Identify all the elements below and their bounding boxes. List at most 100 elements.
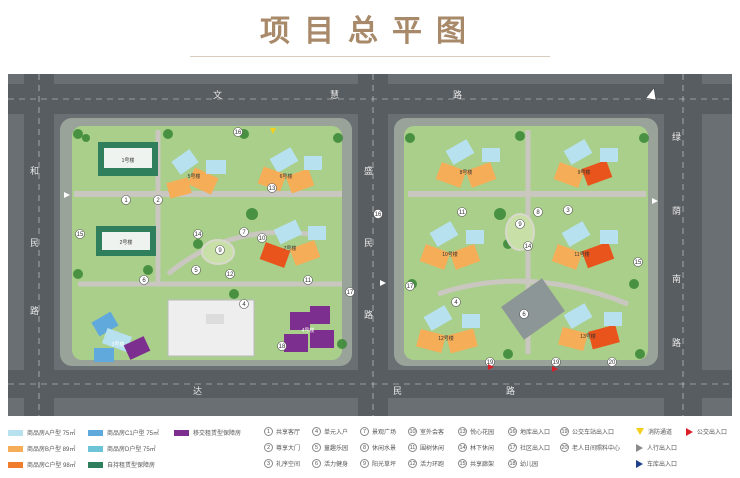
svg-text:16: 16 — [235, 130, 242, 136]
building-label-b1: 1号楼 — [122, 157, 135, 164]
legend-product-a: 商品房A户型 75㎡ — [8, 428, 75, 437]
site-plan-svg: 1号楼 2号楼 3号楼 4号楼 5号楼 — [8, 74, 732, 416]
building-b13: 13号楼 — [558, 303, 622, 352]
svg-text:7: 7 — [242, 230, 246, 236]
svg-text:19: 19 — [553, 360, 560, 366]
building-label-b6: 6号楼 — [280, 173, 293, 180]
building-b3: 3号楼 — [91, 311, 151, 362]
bus-entrance-marker-2 — [552, 366, 558, 372]
building-b9: 9号楼 — [553, 139, 618, 188]
building-b2: 2号楼 — [96, 226, 156, 256]
building-label-b11: 11号楼 — [574, 251, 589, 258]
pedestrian-entrance-marker — [64, 192, 70, 198]
building-b10: 10号楼 — [419, 221, 484, 270]
road-north-char-2: 慧 — [330, 89, 339, 100]
bus-entrance-marker — [488, 364, 494, 370]
legend-marker-fire: 消防通道 — [636, 427, 672, 436]
svg-text:20: 20 — [609, 360, 616, 366]
page-title: 项目总平图 — [260, 14, 480, 49]
fire-access-marker — [270, 128, 276, 134]
building-b5: 5号楼 — [166, 149, 226, 199]
building-label-b3: 3号楼 — [112, 341, 125, 348]
legend: 商品房A户型 75㎡ 商品房C1户型 75㎡ 移交租赁型保障房 商品房B户型 8… — [8, 424, 732, 476]
building-b7: 7号楼 — [259, 219, 326, 268]
building-label-b8: 8号楼 — [460, 169, 473, 176]
garage-entrance-icon — [636, 459, 643, 468]
svg-text:11: 11 — [305, 278, 312, 284]
building-label-b10: 10号楼 — [442, 251, 458, 258]
svg-text:6: 6 — [142, 278, 146, 284]
svg-text:17: 17 — [407, 284, 414, 290]
road-north-char-1: 文 — [213, 89, 222, 100]
bus-entrance-icon — [686, 427, 693, 436]
svg-text:17: 17 — [347, 290, 354, 296]
legend-product-selfheld: 自持租赁型保障房 — [88, 460, 155, 469]
svg-text:19: 19 — [487, 360, 494, 366]
building-b1: 1号楼 — [98, 142, 158, 176]
north-arrow-icon — [645, 87, 657, 101]
svg-text:14: 14 — [195, 232, 202, 238]
svg-text:5: 5 — [194, 268, 198, 274]
svg-text:8: 8 — [536, 210, 540, 216]
svg-text:15: 15 — [77, 232, 84, 238]
road-west-char-3: 路 — [30, 305, 39, 316]
legend-product-c: 商品房C户型 98㎡ — [8, 460, 76, 469]
building-label-b9: 9号楼 — [578, 169, 591, 176]
legend-product-transfer: 移交租赁型保障房 — [174, 428, 241, 437]
svg-text:14: 14 — [525, 244, 532, 250]
building-label-b7: 7号楼 — [284, 245, 297, 252]
building-b4: 4号楼 — [284, 306, 334, 352]
svg-text:6: 6 — [522, 312, 526, 318]
building-b12: 12号楼 — [416, 305, 480, 354]
road-east-char-4: 路 — [672, 337, 681, 348]
legend-marker-garage: 车库出入口 — [636, 459, 677, 468]
road-west-char-1: 和 — [30, 166, 39, 176]
legend-marker-bus: 公交出入口 — [686, 427, 727, 436]
svg-text:16: 16 — [375, 212, 382, 218]
svg-text:11: 11 — [459, 210, 466, 216]
svg-text:1: 1 — [124, 198, 128, 204]
building-b6: 6号楼 — [257, 147, 322, 194]
pedestrian-entrance-icon — [636, 443, 643, 452]
svg-text:13: 13 — [269, 186, 276, 192]
road-south-char-1: 达 — [193, 385, 202, 396]
road-north-char-3: 路 — [453, 89, 462, 100]
road-east-char-2: 荫 — [672, 205, 681, 216]
building-label-b12: 12号楼 — [438, 335, 454, 342]
legend-product-c1: 商品房C1户型 75㎡ — [88, 428, 159, 437]
pedestrian-entrance-marker-2 — [652, 198, 658, 204]
road-south-char-2: 民 — [393, 386, 402, 396]
site-plan-map[interactable]: 1号楼 2号楼 3号楼 4号楼 5号楼 — [8, 74, 732, 416]
building-label-b4: 4号楼 — [302, 327, 315, 334]
pedestrian-entrance-marker-3 — [380, 280, 386, 286]
building-label-b13: 13号楼 — [580, 333, 596, 340]
road-middle-char-1: 盛 — [364, 165, 373, 176]
legend-marker-pedestrian: 人行出入口 — [636, 443, 677, 452]
svg-text:9: 9 — [518, 222, 522, 228]
road-west-char-2: 民 — [30, 238, 39, 248]
legend-product-b: 商品房B户型 89㎡ — [8, 444, 75, 453]
svg-text:2: 2 — [156, 198, 160, 204]
svg-text:10: 10 — [259, 236, 266, 242]
facility-markers: 1 2 3 4 4 5 6 6 7 8 9 9 10 11 11 12 13 1… — [75, 127, 643, 367]
building-b8: 8号楼 — [435, 139, 500, 188]
building-b11: 11号楼 — [551, 221, 618, 270]
kindergarten-building — [167, 299, 255, 357]
